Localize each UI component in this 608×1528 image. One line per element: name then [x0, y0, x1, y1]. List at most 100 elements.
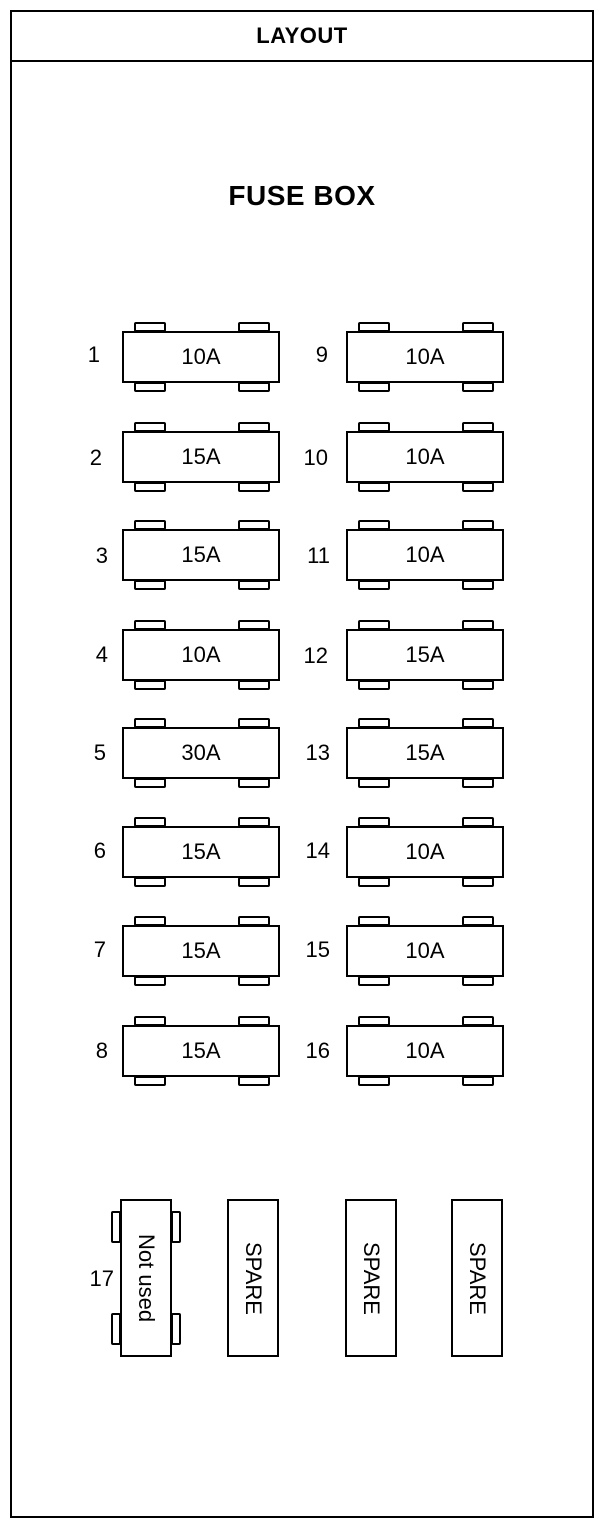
fuse-rating: 10A [405, 938, 445, 963]
fuse-rating: 15A [181, 839, 221, 864]
fuse-13: 15A [346, 718, 504, 788]
fuse-terminal [238, 382, 270, 392]
fuse-terminal [238, 580, 270, 590]
fuse-rating: 15A [405, 642, 445, 667]
fuse-terminal [134, 680, 166, 690]
fuse-body: 10A [346, 331, 504, 383]
fuse-4: 10A [122, 620, 280, 690]
spare-label: SPARE [241, 1241, 266, 1315]
fuse-number: 8 [95, 1038, 108, 1063]
fuse-10: 10A [346, 422, 504, 492]
fuse-number: 9 [315, 342, 328, 367]
fuse-terminal [134, 382, 166, 392]
fuse-rating: 10A [181, 642, 221, 667]
fuse-terminal [358, 382, 390, 392]
spare-fuse-1: SPARE [227, 1199, 279, 1357]
fuse-number: 17 [89, 1266, 114, 1291]
fuse-terminal [462, 877, 494, 887]
fuse-terminal [358, 877, 390, 887]
fuse-number: 12 [303, 643, 328, 668]
fuse-14: 10A [346, 817, 504, 887]
fuse-number: 10 [303, 445, 328, 470]
fuse-2: 15A [122, 422, 280, 492]
fuse-body: 10A [346, 529, 504, 581]
fuse-terminal [358, 778, 390, 788]
spare-fuse-2: SPARE [345, 1199, 397, 1357]
fuse-terminal [171, 1313, 181, 1345]
fuse-body: 15A [122, 529, 280, 581]
fuse-body: 15A [122, 826, 280, 878]
fuse-body: 10A [122, 331, 280, 383]
fuse-body: 10A [346, 431, 504, 483]
fuse-number: 3 [95, 543, 108, 568]
fuse-body: Not used [120, 1199, 172, 1357]
fuse-box-title: FUSE BOX [228, 180, 376, 211]
spare-label: SPARE [359, 1241, 384, 1315]
fuse-body: 10A [122, 629, 280, 681]
fuse-terminal [134, 877, 166, 887]
fuse-terminal [462, 778, 494, 788]
fuse-rating: 30A [181, 740, 221, 765]
spare-fuse-body: SPARE [345, 1199, 397, 1357]
fuse-number: 5 [93, 740, 106, 765]
fuse-terminal [462, 580, 494, 590]
fuse-terminal [358, 680, 390, 690]
fuse-number: 7 [93, 937, 106, 962]
fuse-terminal [238, 680, 270, 690]
fuse-terminal [462, 482, 494, 492]
fuse-terminal [238, 877, 270, 887]
fuse-terminal [134, 1076, 166, 1086]
fuse-11: 10A [346, 520, 504, 590]
spare-label: SPARE [465, 1241, 490, 1315]
fuse-terminal [462, 1076, 494, 1086]
fuse-number: 15 [305, 937, 330, 962]
fuse-rating: 10A [405, 344, 445, 369]
fuse-body: 15A [346, 629, 504, 681]
fuse-terminal [171, 1211, 181, 1243]
fuse-body: 30A [122, 727, 280, 779]
fuse-rating: 10A [181, 344, 221, 369]
fuse-body: 10A [346, 1025, 504, 1077]
fuse-terminal [462, 382, 494, 392]
fuse-body: 10A [346, 826, 504, 878]
fuse-terminal [358, 580, 390, 590]
fuse-number: 6 [93, 838, 106, 863]
fuse-number: 1 [87, 342, 100, 367]
spare-fuse-body: SPARE [227, 1199, 279, 1357]
fuse-6: 15A [122, 817, 280, 887]
fuse-rating: 10A [405, 542, 445, 567]
fuse-terminal [238, 482, 270, 492]
fuse-body: 15A [122, 431, 280, 483]
fuse-rating: 10A [405, 1038, 445, 1063]
fuse-rating: 15A [181, 542, 221, 567]
fuse-terminal [358, 482, 390, 492]
fuse-rating: 10A [405, 839, 445, 864]
fuse-number: 14 [305, 838, 330, 863]
spare-fuse-body: SPARE [451, 1199, 503, 1357]
spare-fuse-3: SPARE [451, 1199, 503, 1357]
fuse-number: 13 [305, 740, 330, 765]
fuse-17-label: Not used [134, 1233, 159, 1323]
fuse-terminal [134, 580, 166, 590]
fuse-terminal [358, 976, 390, 986]
fuse-number: 4 [95, 642, 108, 667]
fuse-rating: 15A [181, 938, 221, 963]
fuse-number: 11 [307, 543, 330, 568]
layout-title: LAYOUT [256, 23, 348, 48]
fuse-12: 15A [346, 620, 504, 690]
fuse-terminal [358, 1076, 390, 1086]
fuse-terminal [238, 778, 270, 788]
fuse-16: 10A [346, 1016, 504, 1086]
fuse-terminal [134, 976, 166, 986]
fuse-terminal [134, 778, 166, 788]
fuse-terminal [134, 482, 166, 492]
fuse-rating: 15A [181, 1038, 221, 1063]
fuse-rating: 10A [405, 444, 445, 469]
fuse-body: 15A [346, 727, 504, 779]
fuse-body: 15A [122, 925, 280, 977]
fuse-7: 15A [122, 916, 280, 986]
fuse-terminal [462, 976, 494, 986]
fuse-body: 15A [122, 1025, 280, 1077]
fuse-3: 15A [122, 520, 280, 590]
fuse-5: 30A [122, 718, 280, 788]
